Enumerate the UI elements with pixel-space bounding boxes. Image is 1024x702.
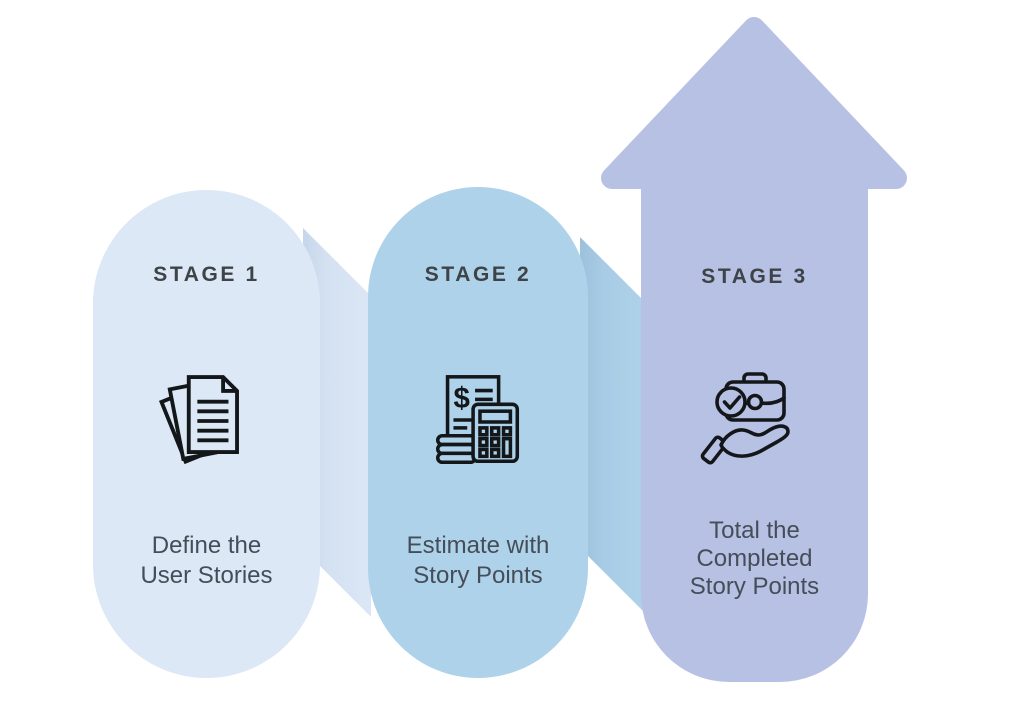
stage-3-arrow-head <box>601 17 907 189</box>
stage-1-label: STAGE 1 <box>153 263 260 286</box>
svg-text:$: $ <box>453 382 469 415</box>
stage-1-card: STAGE 1 Define the User Stories <box>93 190 320 678</box>
stage-2-label: STAGE 2 <box>424 263 532 286</box>
stage-2-card: STAGE 2 $ Est <box>368 187 588 678</box>
receipt-calculator-icon: $ <box>424 367 532 475</box>
connector-stage2-stage3 <box>580 237 645 613</box>
stage-1-description: Define the User Stories <box>140 532 273 589</box>
documents-icon <box>148 362 266 480</box>
briefcase-check-hand-icon <box>700 366 810 476</box>
stage-3-description: Total the Completed Story Points <box>689 517 820 600</box>
stage-3-card: STAGE 3 Total the Completed Story Points <box>641 182 868 682</box>
stage-2-description: Estimate with Story Points <box>406 532 550 589</box>
stage-3-label: STAGE 3 <box>701 265 808 288</box>
